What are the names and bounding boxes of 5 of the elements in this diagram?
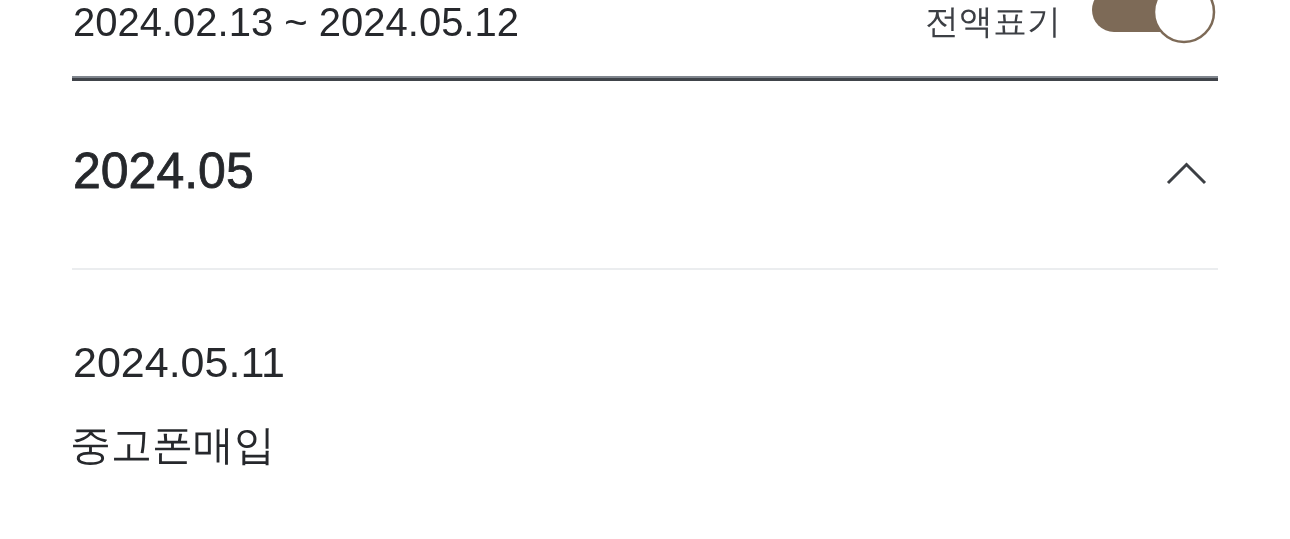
date-range: 2024.02.13 ~ 2024.05.12 [73, 2, 519, 42]
transaction-description: 중고폰매입 [70, 425, 275, 466]
transaction-date: 2024.05.11 [73, 341, 286, 384]
month-heading: 2024.05 [73, 146, 254, 196]
toggle-label: 전액표기 [925, 4, 1061, 38]
